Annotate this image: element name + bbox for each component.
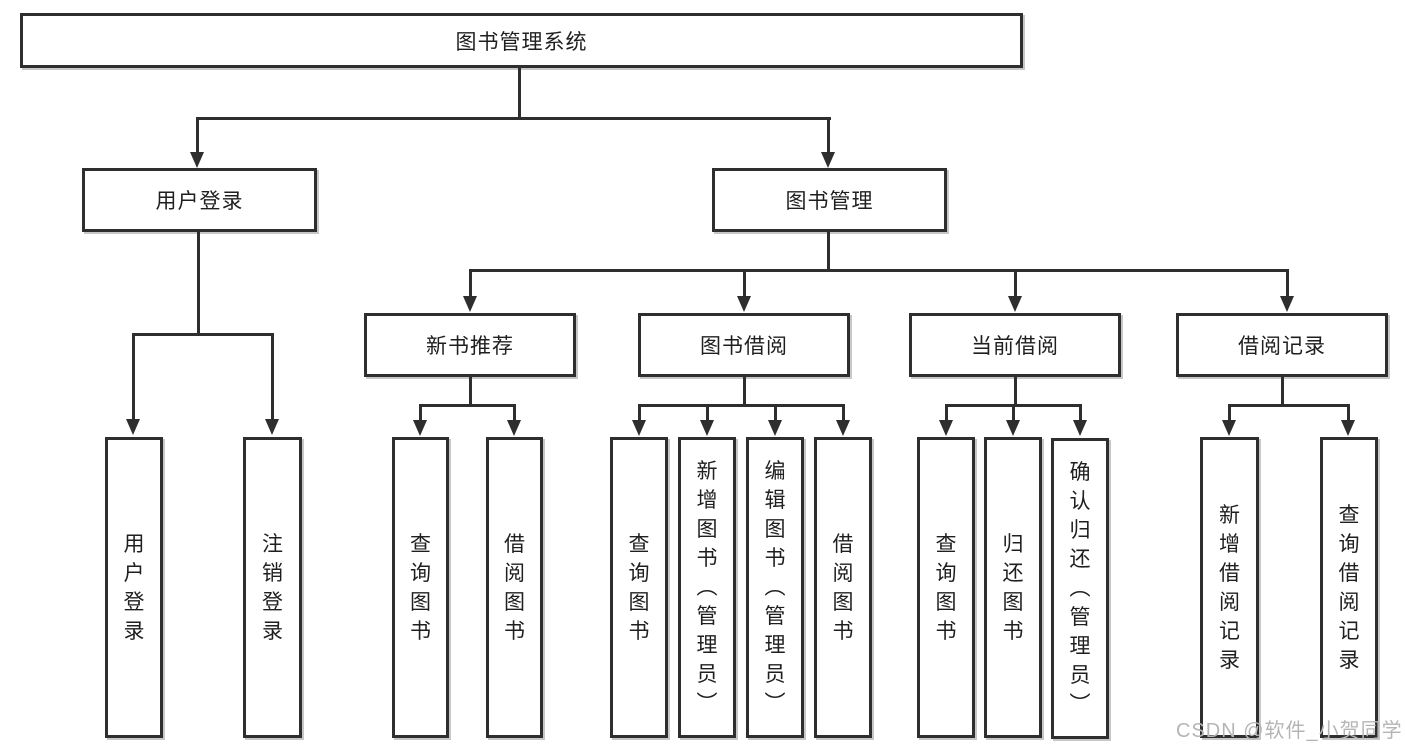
connector-g3-arrow2-stem	[706, 404, 709, 421]
arrow-to-leaf-login-icon	[126, 419, 140, 435]
arrow-g4-confirm-return-icon	[1073, 420, 1087, 436]
node-borrowing-records-label: 借阅记录	[1238, 335, 1326, 358]
connector-g4-trunk	[1014, 377, 1017, 406]
connector-user-login-rail	[133, 333, 274, 336]
node-current-borrowing-label: 当前借阅	[971, 335, 1059, 358]
arrow-to-borrow-records-icon	[1280, 296, 1294, 312]
node-book-management: 图书管理	[712, 168, 947, 232]
connector-g5-arrow2-stem	[1347, 404, 1350, 421]
node-root-label: 图书管理系统	[455, 30, 588, 54]
node-leaf-g3-query-books-label: 查询图书	[628, 532, 650, 643]
arrow-g3-query-books-icon	[632, 420, 646, 436]
node-leaf-logout: 注销登录	[243, 437, 302, 738]
arrow-to-new-book-icon	[463, 296, 477, 312]
node-root-library-system: 图书管理系统	[20, 13, 1023, 68]
connector-arrow-leaf-login-stem	[132, 333, 135, 420]
connector-level3-rail	[469, 269, 1289, 272]
arrow-to-book-mgmt-icon	[821, 152, 835, 168]
node-leaf-g5-add-borrow-record: 新增借阅记录	[1200, 437, 1259, 738]
connector-arrow-current-borrow-stem	[1014, 269, 1017, 297]
node-leaf-g4-return-books: 归还图书	[984, 437, 1042, 738]
node-leaf-g4-query-books: 查询图书	[917, 437, 975, 738]
connector-arrow-user-login-stem	[196, 117, 199, 153]
arrow-g3-add-books-icon	[700, 420, 714, 436]
arrow-g2-borrow-books-icon	[507, 420, 521, 436]
connector-level2-rail	[197, 117, 831, 120]
arrow-g3-borrow-books-icon	[836, 420, 850, 436]
connector-g2-arrow1-stem	[419, 404, 422, 421]
connector-arrow-leaf-logout-stem	[271, 333, 274, 420]
arrow-g3-edit-books-icon	[768, 420, 782, 436]
node-leaf-g5-query-borrow-record: 查询借阅记录	[1320, 437, 1378, 738]
node-user-login-branch: 用户登录	[82, 168, 317, 232]
arrow-g2-query-books-icon	[413, 420, 427, 436]
connector-g3-arrow4-stem	[842, 404, 845, 421]
connector-user-login-trunk	[197, 232, 200, 335]
arrow-to-leaf-logout-icon	[265, 419, 279, 435]
node-leaf-g3-borrow-books-label: 借阅图书	[832, 532, 854, 643]
arrow-g5-query-record-icon	[1341, 420, 1355, 436]
connector-arrow-book-borrow-stem	[743, 269, 746, 297]
connector-g5-rail	[1228, 404, 1350, 407]
connector-g2-trunk	[469, 377, 472, 406]
node-leaf-g2-borrow-books-label: 借阅图书	[504, 532, 525, 643]
connector-root-trunk	[518, 68, 521, 119]
connector-g5-trunk	[1281, 377, 1284, 406]
node-book-management-label: 图书管理	[785, 190, 874, 213]
node-book-borrowing-label: 图书借阅	[700, 335, 788, 358]
node-leaf-g4-confirm-return-admin: 确认归还︵管理员︶	[1051, 438, 1109, 739]
arrow-g4-query-books-icon	[939, 420, 953, 436]
node-leaf-g3-add-books-admin-label: 新增图书︵管理员︶	[696, 460, 718, 715]
connector-g3-arrow1-stem	[638, 404, 641, 421]
node-book-borrowing: 图书借阅	[638, 313, 850, 377]
node-leaf-logout-label: 注销登录	[262, 532, 283, 643]
connector-g3-trunk	[743, 377, 746, 406]
node-leaf-g2-query-books: 查询图书	[392, 437, 449, 738]
node-leaf-g5-add-borrow-record-label: 新增借阅记录	[1219, 503, 1240, 672]
arrow-to-book-borrow-icon	[737, 296, 751, 312]
node-borrowing-records: 借阅记录	[1176, 313, 1388, 377]
node-leaf-g5-query-borrow-record-label: 查询借阅记录	[1338, 503, 1360, 672]
connector-arrow-book-mgmt-stem	[827, 117, 830, 153]
arrow-to-current-borrow-icon	[1008, 296, 1022, 312]
connector-g5-arrow1-stem	[1228, 404, 1231, 421]
connector-arrow-new-book-stem	[469, 269, 472, 297]
watermark: CSDN @软件_小贺同学	[1176, 720, 1403, 742]
connector-g2-arrow2-stem	[513, 404, 516, 421]
node-leaf-user-login-label: 用户登录	[123, 532, 145, 643]
node-current-borrowing: 当前借阅	[909, 313, 1121, 377]
node-leaf-g2-borrow-books: 借阅图书	[486, 437, 543, 738]
node-leaf-g3-add-books-admin: 新增图书︵管理员︶	[678, 437, 736, 738]
node-leaf-g3-edit-books-admin-label: 编辑图书︵管理员︶	[764, 460, 786, 715]
arrow-g4-return-books-icon	[1006, 420, 1020, 436]
connector-g3-rail	[638, 404, 844, 407]
node-new-book-recommend: 新书推荐	[364, 313, 576, 377]
node-leaf-g4-query-books-label: 查询图书	[935, 532, 957, 643]
arrow-to-user-login-icon	[190, 152, 204, 168]
node-leaf-g3-edit-books-admin: 编辑图书︵管理员︶	[746, 437, 804, 738]
connector-g3-arrow3-stem	[774, 404, 777, 421]
connector-g4-arrow2-stem	[1012, 404, 1015, 421]
node-leaf-g4-return-books-label: 归还图书	[1002, 532, 1024, 643]
node-new-book-recommend-label: 新书推荐	[426, 335, 514, 358]
node-user-login-branch-label: 用户登录	[155, 190, 244, 213]
node-leaf-user-login: 用户登录	[105, 437, 163, 738]
node-leaf-g3-query-books: 查询图书	[610, 437, 668, 738]
arrow-g5-add-record-icon	[1222, 420, 1236, 436]
node-leaf-g2-query-books-label: 查询图书	[410, 532, 431, 643]
node-leaf-g4-confirm-return-admin-label: 确认归还︵管理员︶	[1069, 461, 1091, 716]
connector-g4-arrow1-stem	[945, 404, 948, 421]
connector-g4-arrow3-stem	[1079, 404, 1082, 421]
connector-book-mgmt-trunk	[827, 232, 830, 272]
connector-arrow-borrow-records-stem	[1286, 269, 1289, 297]
node-leaf-g3-borrow-books: 借阅图书	[814, 437, 872, 738]
connector-g2-rail	[419, 404, 516, 407]
